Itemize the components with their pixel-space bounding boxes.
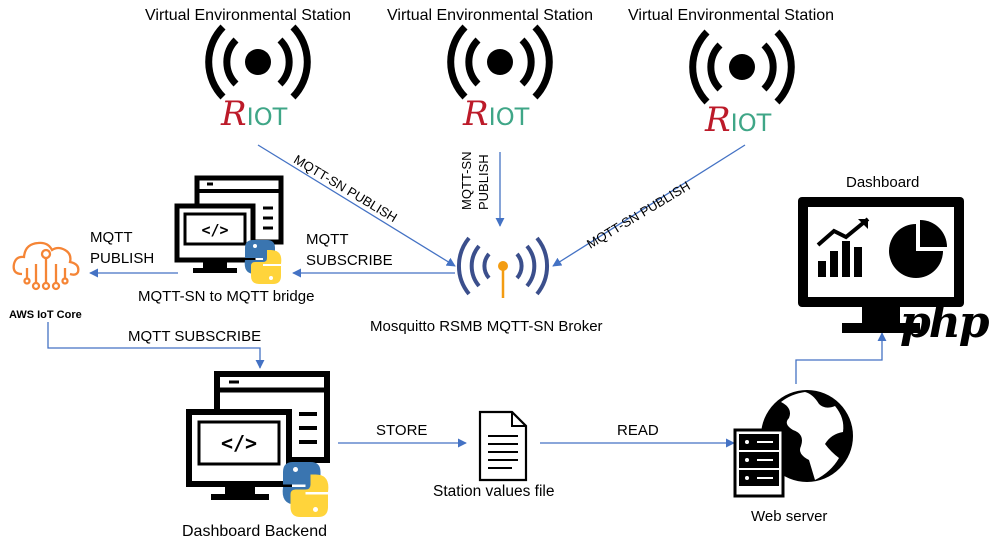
document-icon xyxy=(478,410,528,482)
file-label: Station values file xyxy=(433,483,555,500)
aws-iot-core-icon xyxy=(12,241,80,291)
riot-logo-mark: R xyxy=(705,100,731,140)
broker-antenna-icon xyxy=(457,236,549,298)
python-icon xyxy=(244,240,282,284)
aws-label: AWS IoT Core xyxy=(9,309,82,321)
edge-label-mqtt-publish-1: MQTT xyxy=(90,229,133,246)
svg-text:</>: </> xyxy=(201,221,228,239)
bridge-label: MQTT-SN to MQTT bridge xyxy=(138,288,315,305)
station-title: Virtual Environmental Station xyxy=(628,7,835,24)
edge-aws-backend xyxy=(47,322,265,369)
dashboard-monitor-icon xyxy=(798,197,964,333)
station-title: Virtual Environmental Station xyxy=(145,7,352,24)
computer-code-icon: </> xyxy=(186,371,330,500)
edge-label-mqtt-publish-2: PUBLISH xyxy=(90,250,155,267)
computer-code-icon: </> xyxy=(174,175,284,273)
edge-station1-broker xyxy=(257,144,456,267)
web-server-globe-icon xyxy=(733,390,853,498)
edge-label-publish-mid-2: PUBLISH xyxy=(476,154,491,210)
riot-logo: RIOT xyxy=(463,94,529,134)
edge-label-read: READ xyxy=(617,422,659,439)
svg-text:</>: </> xyxy=(221,431,257,455)
riot-logo-text: IOT xyxy=(730,109,772,137)
radio-signal-icon xyxy=(689,29,795,105)
riot-logo-mark: R xyxy=(463,94,489,134)
riot-logo-text: IOT xyxy=(246,103,288,131)
riot-logo-mark: R xyxy=(221,94,247,134)
edge-station3-broker xyxy=(552,144,746,267)
python-icon xyxy=(282,462,329,517)
riot-logo: RIOT xyxy=(705,100,771,140)
backend-label: Dashboard Backend xyxy=(182,523,327,540)
riot-logo: RIOT xyxy=(221,94,287,134)
edge-webserver-dashboard xyxy=(795,332,887,384)
webserver-label: Web server xyxy=(751,508,828,525)
edge-label-subscribe-1: MQTT xyxy=(306,231,349,248)
edge-label-store: STORE xyxy=(376,422,428,439)
edge-label-mqtt-subscribe: MQTT SUBSCRIBE xyxy=(128,328,262,345)
station-title: Virtual Environmental Station xyxy=(387,7,594,24)
riot-logo-text: IOT xyxy=(488,103,530,131)
radio-signal-icon xyxy=(205,24,311,100)
edge-label-subscribe-2: SUBSCRIBE xyxy=(306,252,393,269)
radio-signal-icon xyxy=(447,24,553,100)
broker-label: Mosquitto RSMB MQTT-SN Broker xyxy=(370,318,603,335)
php-logo: php xyxy=(900,297,990,348)
dashboard-label: Dashboard xyxy=(846,174,920,191)
